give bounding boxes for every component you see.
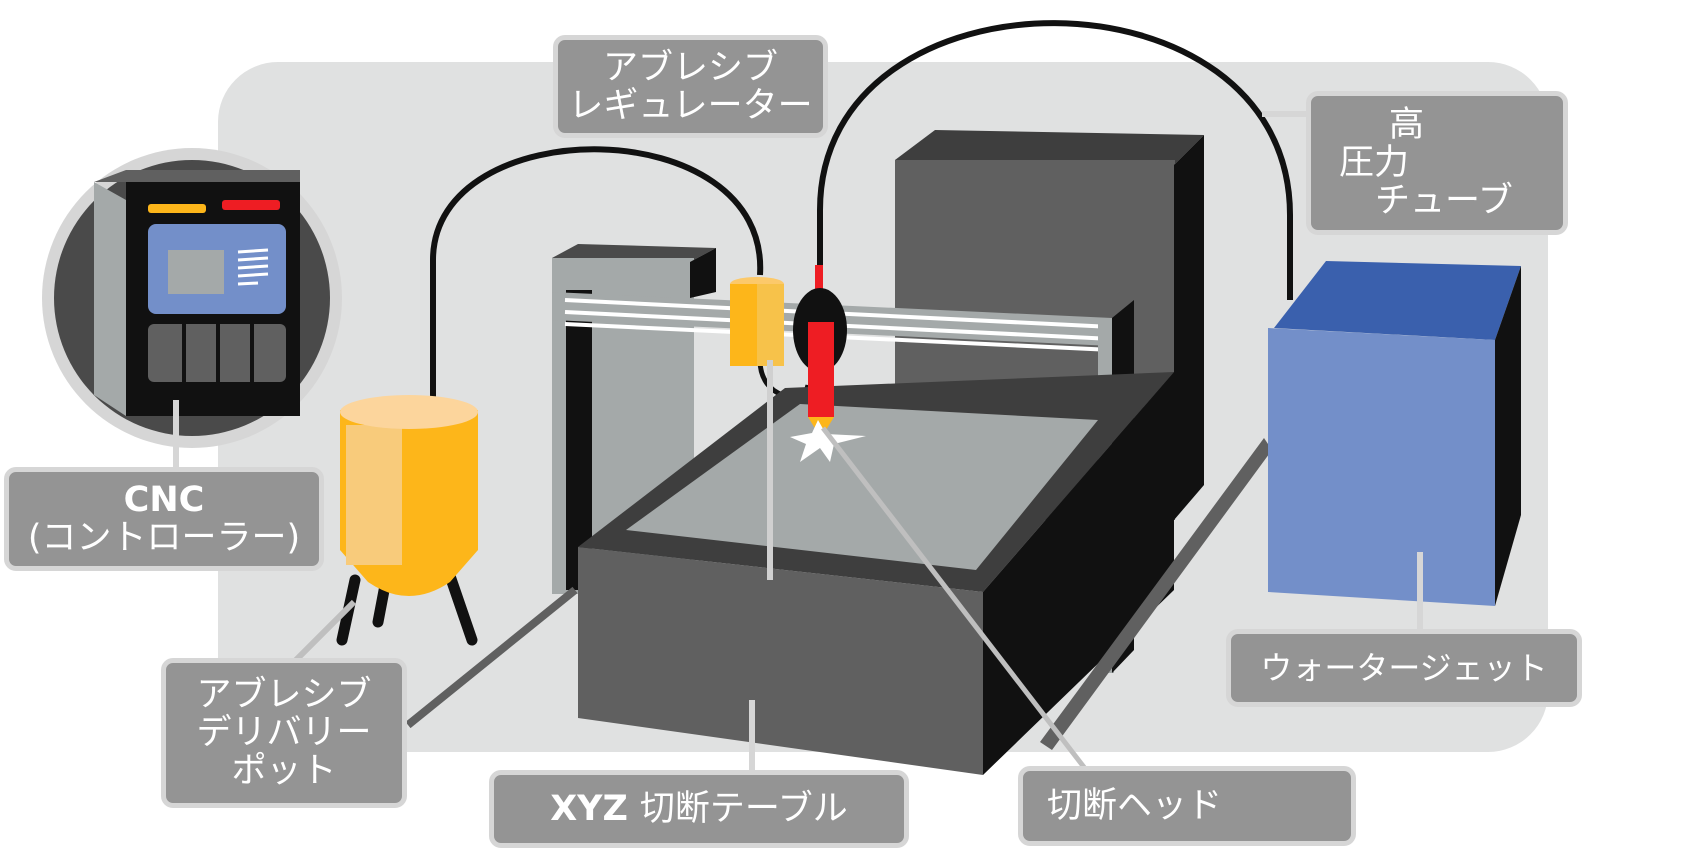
label-cnc: CNC (コントローラー)	[4, 467, 324, 571]
label-waterjet: ウォータージェット	[1226, 629, 1582, 707]
cnc-controller-icon	[42, 148, 342, 472]
label-xyz-table: XYZ 切断テーブル	[489, 770, 909, 848]
label-high-pressure-tube: 高 圧力 チューブ	[1306, 91, 1568, 235]
label-waterjet-text: ウォータージェット	[1260, 649, 1548, 687]
abrasive-feed-hose	[430, 146, 764, 400]
label-pot-line2: デリバリー	[196, 713, 372, 753]
cutting-head-icon	[790, 265, 1092, 777]
label-cnc-title: CNC	[123, 480, 205, 520]
label-xyz-rest: 切断テーブル	[639, 789, 848, 829]
label-tube-line2: 圧力	[1339, 143, 1410, 183]
label-abrasive-regulator-line2: レギュレーター	[568, 85, 813, 126]
label-abrasive-regulator-line1: アブレシブ	[602, 47, 778, 88]
abrasive-pot-icon	[289, 395, 578, 729]
label-xyz-prefix: XYZ	[550, 789, 628, 829]
label-tube-line3: チューブ	[1375, 181, 1513, 221]
label-pot-line1: アブレシブ	[196, 675, 372, 715]
label-cutting-head-text: 切断ヘッド	[1047, 786, 1223, 826]
label-abrasive-regulator: アブレシブ レギュレーター	[553, 35, 828, 138]
label-cutting-head: 切断ヘッド	[1018, 766, 1356, 846]
waterjet-pump-icon	[1268, 261, 1521, 634]
high-pressure-hose	[817, 20, 1293, 300]
label-abrasive-pot: アブレシブ デリバリー ポット	[161, 658, 407, 808]
cutting-table-icon	[578, 372, 1272, 775]
label-pot-line3: ポット	[231, 751, 337, 791]
label-cnc-sub: (コントローラー)	[27, 518, 301, 558]
label-tube-line1: 高	[1389, 105, 1425, 145]
abrasive-regulator-icon	[730, 277, 784, 580]
